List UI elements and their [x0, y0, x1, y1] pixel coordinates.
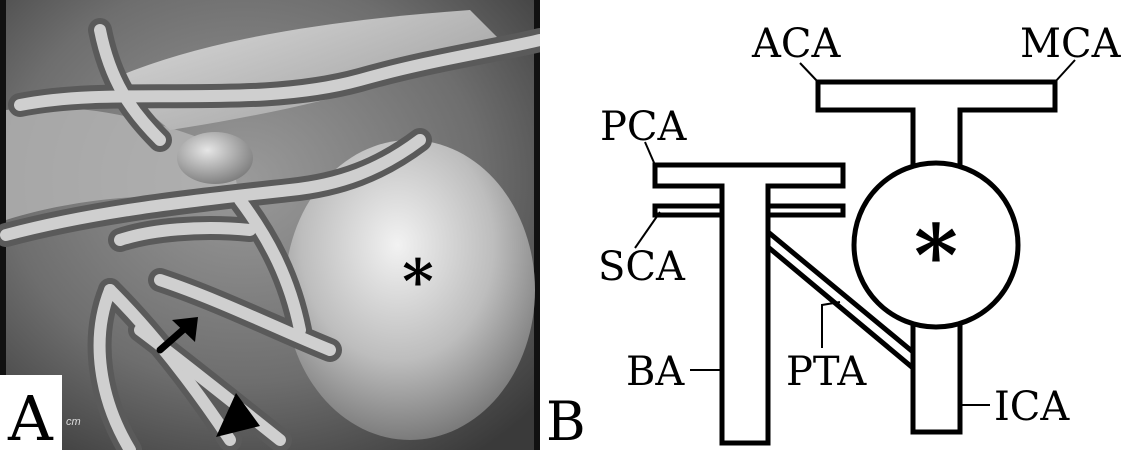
scale-unit: cm [66, 416, 81, 428]
sca-right-bar [768, 206, 843, 215]
label-pca: PCA [600, 104, 688, 150]
panel-b-schematic: B * ACA MCA PCA SCA BA PTA ICA [546, 21, 1122, 450]
small-aneurysm-3d [177, 132, 253, 184]
pta-leader [822, 302, 840, 348]
sca-left-bar [655, 206, 722, 215]
sca-leader [635, 212, 660, 248]
panel-a-letter: A [7, 382, 54, 450]
label-sca: SCA [598, 244, 686, 290]
aneurysm-asterisk-a: * [402, 247, 433, 317]
aneurysm-asterisk-b: * [914, 206, 958, 305]
panel-a-angiogram: * A cm [0, 0, 540, 450]
label-aca: ACA [751, 21, 841, 67]
panel-b-letter: B [546, 390, 586, 450]
label-ica: ICA [994, 384, 1070, 430]
label-pta: PTA [786, 349, 867, 395]
label-mca: MCA [1020, 21, 1122, 67]
label-ba: BA [626, 349, 685, 395]
